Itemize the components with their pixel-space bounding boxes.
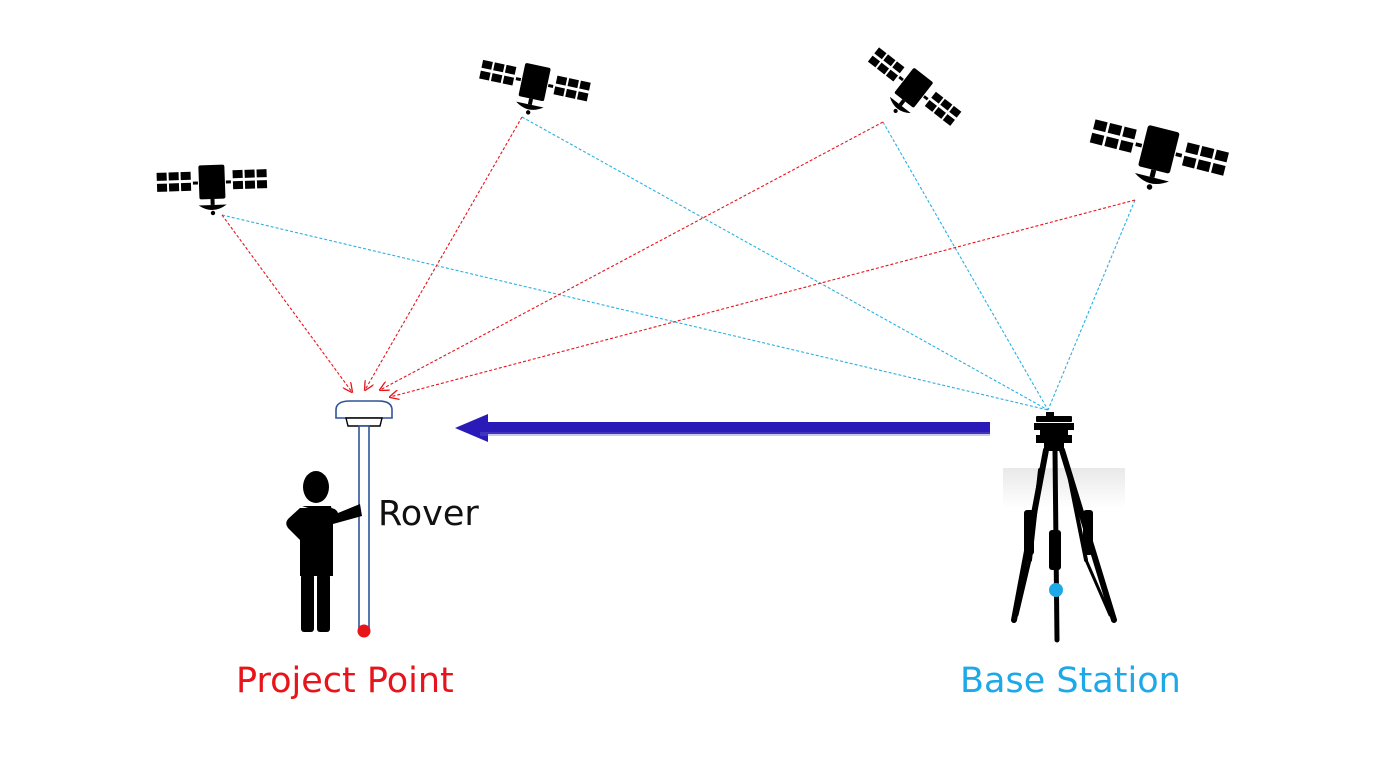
tripod-icon	[1003, 412, 1125, 643]
surveyor-icon	[286, 471, 362, 632]
project-point-label: Project Point	[236, 661, 454, 701]
rover-label: Rover	[378, 494, 479, 534]
base-signal-lines	[221, 116, 1136, 411]
rover-signal-line	[390, 199, 1136, 397]
satellite-icon	[1082, 112, 1231, 207]
base-station-marker	[1049, 583, 1063, 597]
base-station-label: Base Station	[960, 661, 1181, 701]
base-signal-line	[882, 121, 1049, 411]
base-signal-line	[521, 116, 1049, 411]
rover-signal-line	[380, 121, 884, 390]
rover-signal-lines	[221, 116, 1136, 397]
satellite-icon	[156, 163, 269, 218]
correction-arrow	[455, 414, 990, 442]
rover-signal-line	[221, 214, 352, 392]
base-signal-line	[1047, 199, 1136, 411]
rover-signal-line	[365, 116, 523, 390]
gnss-antenna-icon	[335, 400, 393, 427]
project-point-marker	[357, 624, 371, 638]
rover-pole	[358, 425, 370, 629]
base-signal-line	[221, 214, 1049, 411]
satellite-icon	[473, 54, 592, 126]
